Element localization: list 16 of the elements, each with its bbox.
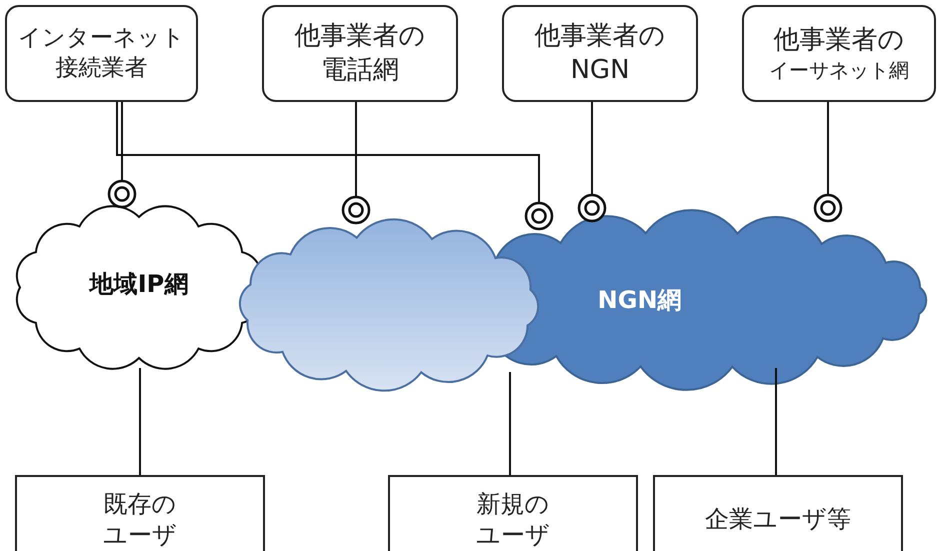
line [509, 372, 511, 475]
text-box: 既存のユーザ [15, 475, 265, 551]
cloud-label: 地域IP網 [90, 269, 188, 300]
text-box: インターネット接続業者 [5, 5, 198, 102]
text-box: 企業ユーザ等 [653, 475, 903, 551]
text-box: 他事業者のNGN [502, 5, 698, 102]
line [775, 368, 777, 475]
cloud-label: NGN網 [598, 285, 682, 316]
connection-line [116, 102, 554, 230]
connection-line [342, 102, 370, 224]
text-box: 他事業者のイーサネット網 [742, 5, 936, 102]
connection-line [814, 102, 842, 222]
text-box: 新規のユーザ [388, 475, 638, 551]
connection-line [578, 102, 606, 222]
text-box: 他事業者の電話網 [262, 5, 458, 102]
connection-line [108, 102, 136, 208]
